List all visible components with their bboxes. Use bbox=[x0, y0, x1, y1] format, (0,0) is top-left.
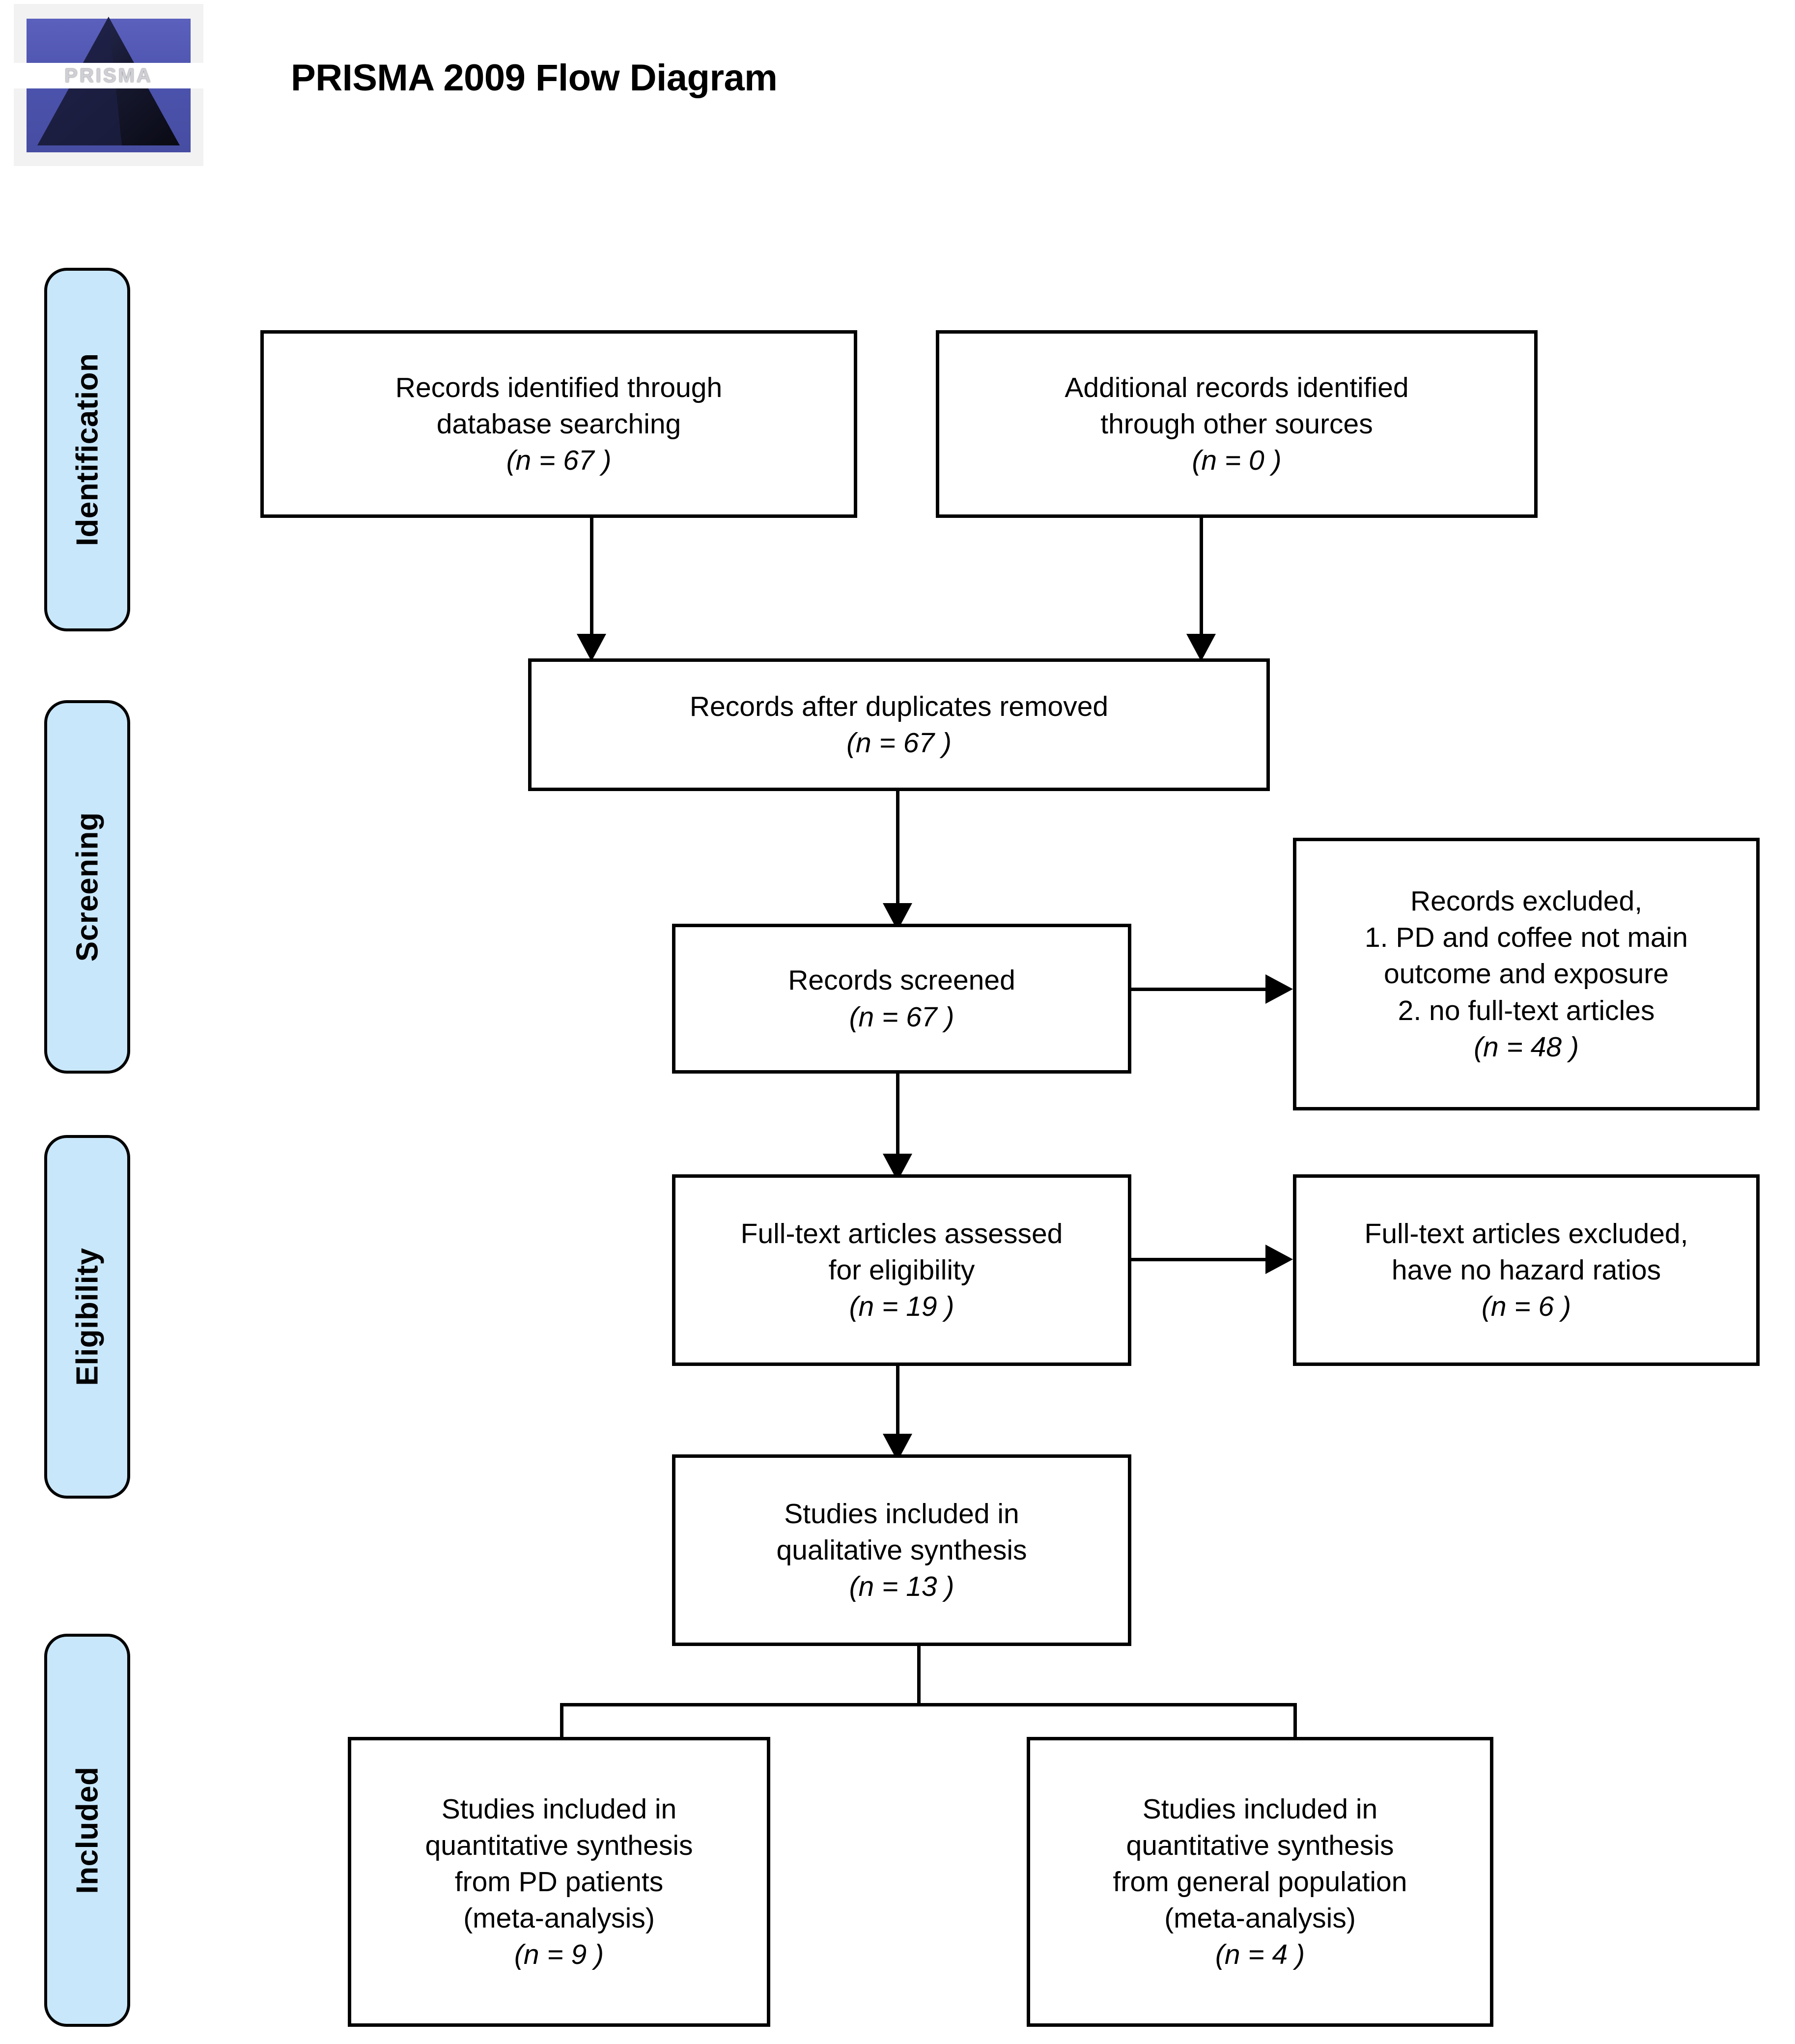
node-line: Records excluded, bbox=[1410, 885, 1643, 917]
page-title: PRISMA 2009 Flow Diagram bbox=[291, 57, 778, 99]
node-line: 1. PD and coffee not main bbox=[1364, 922, 1688, 954]
node-records-identified-database: Records identified through database sear… bbox=[260, 330, 857, 518]
node-count: (n = 0 ) bbox=[1192, 445, 1282, 477]
connector-other-to-duplicates bbox=[1200, 518, 1203, 641]
arrowhead-fulltext-to-excluded bbox=[1265, 1245, 1293, 1274]
node-line: Records identified through bbox=[395, 371, 723, 403]
phase-label-eligibility: Eligibility bbox=[70, 1248, 104, 1386]
phase-label-included: Included bbox=[70, 1766, 104, 1894]
node-line: Studies included in bbox=[441, 1793, 677, 1825]
connector-qualitative-branch-bar bbox=[560, 1703, 1297, 1706]
connector-db-to-duplicates bbox=[590, 518, 593, 641]
phase-rail-eligibility: Eligibility bbox=[44, 1135, 130, 1499]
node-count: (n = 6 ) bbox=[1481, 1291, 1571, 1323]
node-count: (n = 13 ) bbox=[849, 1571, 954, 1603]
logo-wordmark-text: PRISMA bbox=[64, 64, 153, 86]
node-count: (n = 48 ) bbox=[1474, 1031, 1579, 1063]
node-line: outcome and exposure bbox=[1384, 958, 1669, 990]
connector-screened-to-excluded bbox=[1131, 988, 1266, 991]
connector-fulltext-to-excluded bbox=[1131, 1258, 1266, 1261]
node-line: database searching bbox=[436, 408, 681, 440]
connector-qualitative-stem bbox=[917, 1646, 921, 1705]
prisma-logo: PRISMA bbox=[14, 4, 203, 166]
node-count: (n = 9 ) bbox=[514, 1939, 604, 1971]
node-line: Additional records identified bbox=[1065, 371, 1409, 403]
node-count: (n = 19 ) bbox=[849, 1291, 954, 1323]
node-count: (n = 67 ) bbox=[849, 1001, 954, 1033]
node-line: Studies included in bbox=[1142, 1793, 1378, 1825]
arrowhead-screened-to-excluded bbox=[1265, 974, 1293, 1004]
node-line: have no hazard ratios bbox=[1391, 1254, 1661, 1286]
phase-label-identification: Identification bbox=[70, 353, 104, 546]
node-line: (meta-analysis) bbox=[463, 1902, 655, 1934]
phase-rail-identification: Identification bbox=[44, 268, 130, 631]
node-records-excluded: Records excluded, 1. PD and coffee not m… bbox=[1293, 838, 1760, 1110]
node-line: from PD patients bbox=[454, 1866, 664, 1898]
connector-fulltext-to-qualitative bbox=[896, 1366, 899, 1440]
connector-screened-to-fulltext bbox=[896, 1074, 899, 1160]
node-quantitative-pd-patients: Studies included in quantitative synthes… bbox=[348, 1737, 770, 2027]
node-line: from general population bbox=[1113, 1866, 1407, 1898]
node-records-screened: Records screened (n = 67 ) bbox=[672, 924, 1131, 1074]
node-line: quantitative synthesis bbox=[425, 1829, 693, 1861]
node-fulltext-assessed: Full-text articles assessed for eligibil… bbox=[672, 1174, 1131, 1366]
node-fulltext-excluded: Full-text articles excluded, have no haz… bbox=[1293, 1174, 1760, 1366]
node-line: for eligibility bbox=[828, 1254, 975, 1286]
node-line: Records after duplicates removed bbox=[689, 690, 1109, 722]
node-count: (n = 4 ) bbox=[1215, 1939, 1305, 1971]
node-quantitative-general-population: Studies included in quantitative synthes… bbox=[1027, 1737, 1493, 2027]
node-line: Full-text articles excluded, bbox=[1364, 1218, 1688, 1249]
node-count: (n = 67 ) bbox=[846, 727, 952, 759]
node-count: (n = 67 ) bbox=[506, 445, 612, 477]
node-line: Studies included in bbox=[784, 1498, 1019, 1530]
logo-wordmark: PRISMA bbox=[14, 63, 203, 88]
node-line: through other sources bbox=[1100, 408, 1373, 440]
phase-rail-screening: Screening bbox=[44, 700, 130, 1074]
arrowhead-other-to-duplicates bbox=[1186, 634, 1216, 661]
arrowhead-db-to-duplicates bbox=[577, 634, 606, 661]
node-line: Full-text articles assessed bbox=[740, 1218, 1063, 1249]
node-line: 2. no full-text articles bbox=[1398, 994, 1655, 1026]
node-line: quantitative synthesis bbox=[1126, 1829, 1394, 1861]
phase-label-screening: Screening bbox=[70, 812, 104, 962]
node-records-after-duplicates-removed: Records after duplicates removed (n = 67… bbox=[528, 658, 1270, 791]
node-additional-records-other-sources: Additional records identified through ot… bbox=[936, 330, 1538, 518]
node-line: Records screened bbox=[788, 965, 1015, 996]
node-line: (meta-analysis) bbox=[1164, 1902, 1356, 1934]
phase-rail-included: Included bbox=[44, 1634, 130, 2027]
node-line: qualitative synthesis bbox=[776, 1534, 1027, 1566]
node-qualitative-synthesis: Studies included in qualitative synthesi… bbox=[672, 1454, 1131, 1646]
connector-duplicates-to-screened bbox=[896, 791, 899, 909]
